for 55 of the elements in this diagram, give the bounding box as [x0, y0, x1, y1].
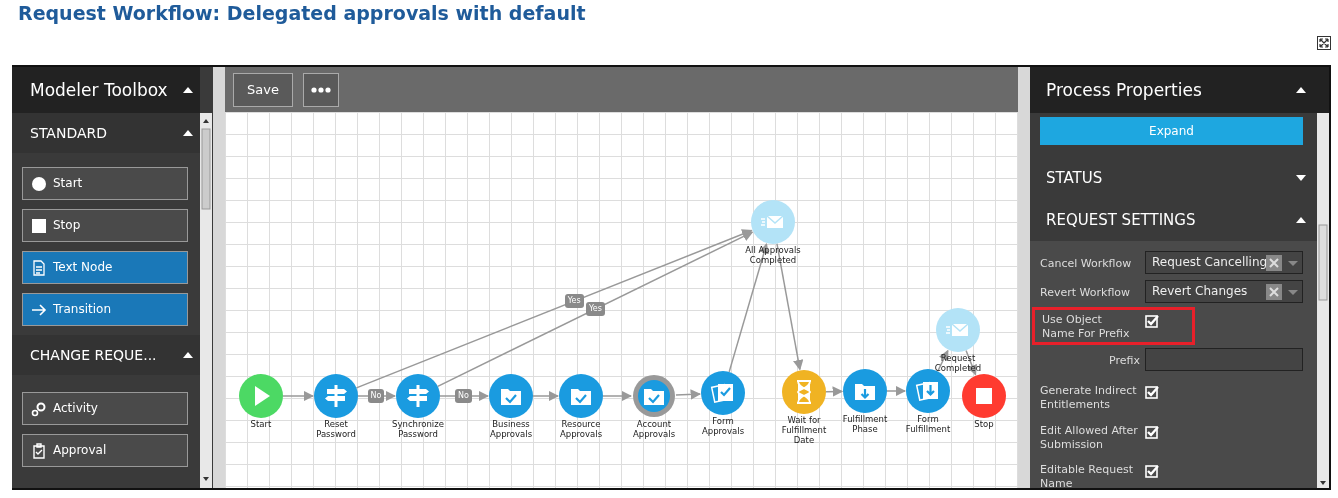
node-label: Account Approvals	[631, 419, 677, 439]
edge-label: No	[455, 389, 472, 403]
arrow	[532, 390, 560, 402]
page-title: Request Workflow: Delegated approvals with default	[18, 2, 586, 24]
toolbox-item: Transition	[22, 293, 188, 326]
setting-label: Prefix	[1108, 354, 1140, 368]
node-label: All Approvals Completed	[744, 245, 802, 265]
node-label: Synchronize Password	[391, 419, 445, 439]
setting-label: Edit Allowed After Submission	[1040, 424, 1139, 452]
side-panel	[1030, 67, 1329, 488]
input-field	[1145, 348, 1303, 371]
toolbox-item: Activity	[22, 392, 188, 425]
expand-button: Expand	[1040, 117, 1303, 145]
toolbox-item: Stop	[22, 209, 188, 242]
node-label: Start	[249, 419, 273, 429]
arrow	[355, 229, 753, 389]
setting-label: Editable Request Name	[1040, 463, 1135, 491]
panel-title: Modeler Toolbox	[30, 80, 168, 100]
highlight-box	[1032, 307, 1195, 345]
setting-label: Revert Workflow	[1040, 286, 1132, 300]
save-button: Save	[233, 73, 293, 107]
arrow	[776, 242, 804, 371]
node-label: Resource Approvals	[558, 419, 604, 439]
setting-label: Cancel Workflow	[1040, 257, 1133, 271]
section-header: STATUS	[1046, 168, 1103, 188]
node-label: Wait for Fulfillment Date	[780, 415, 828, 445]
node-label: Reset Password	[315, 419, 357, 439]
arrow	[825, 386, 844, 397]
setting-label: Use Object Name For Prefix	[1042, 313, 1131, 341]
arrow	[728, 243, 769, 373]
setting-label: Generate Indirect Entitlements	[1040, 384, 1138, 412]
arrow	[675, 389, 702, 400]
arrow	[965, 349, 977, 376]
arrow	[936, 349, 949, 372]
toolbox-item: Start	[22, 167, 188, 200]
arrow	[602, 390, 633, 402]
node-label: Stop	[973, 419, 995, 429]
toolbox-item: Approval	[22, 434, 188, 467]
edge-label: Yes	[586, 302, 605, 317]
toolbox-item: Text Node	[22, 251, 188, 284]
panel-title: Process Properties	[1046, 80, 1202, 100]
node-label: Fulfillment Phase	[841, 414, 889, 434]
section-header: REQUEST SETTINGS	[1046, 210, 1196, 230]
arrow	[282, 390, 315, 402]
dropdown-field: Request Cancelling	[1145, 251, 1303, 274]
arrow	[437, 231, 754, 388]
node-label: Form Approvals	[700, 416, 746, 436]
node-label: Business Approvals	[488, 419, 534, 439]
arrow	[886, 385, 907, 397]
side-panel	[12, 67, 213, 488]
dropdown-field: Revert Changes	[1145, 280, 1303, 303]
node-label: Form Fulfillment	[904, 414, 952, 434]
section-header: CHANGE REQUE...	[30, 346, 157, 365]
node-label: Request Completed	[933, 353, 983, 373]
section-header: STANDARD	[30, 124, 108, 143]
